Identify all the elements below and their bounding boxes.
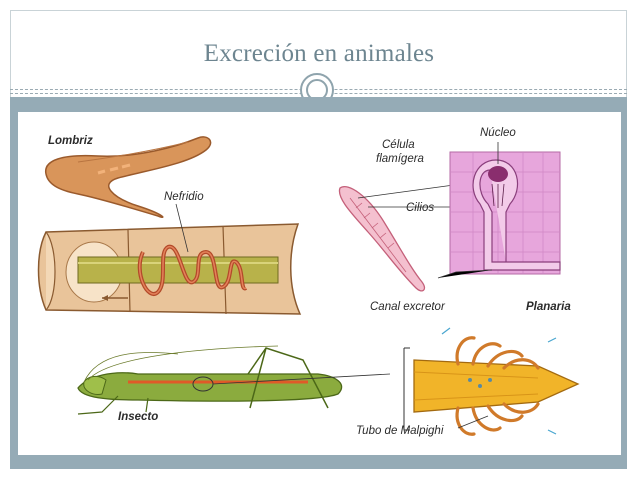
slide-title: Excreción en animales — [203, 40, 435, 67]
label-celula-line1: Célula — [382, 139, 415, 151]
flame-cell-illustration — [338, 181, 477, 292]
label-insecto: Insecto — [118, 411, 158, 423]
nephridium-cutaway-illustration — [37, 203, 302, 315]
label-planaria: Planaria — [526, 301, 571, 313]
malpighian-tubule-illustration — [403, 327, 580, 436]
label-nefridio: Nefridio — [164, 191, 204, 203]
label-tubo-malpighi: Tubo de Malpighi — [356, 425, 444, 437]
earthworm-illustration — [45, 136, 212, 218]
label-celula-line2: flamígera — [376, 153, 424, 165]
figure-panel: Lombriz Nefridio Célula flamígera Núcleo… — [18, 112, 621, 455]
grasshopper-illustration — [77, 345, 391, 415]
label-lombriz: Lombriz — [48, 135, 93, 147]
label-nucleo: Núcleo — [480, 127, 516, 139]
planaria-tissue-illustration — [437, 142, 561, 279]
label-cilios: Cilios — [406, 202, 434, 214]
label-canal-excretor: Canal excretor — [370, 301, 446, 313]
